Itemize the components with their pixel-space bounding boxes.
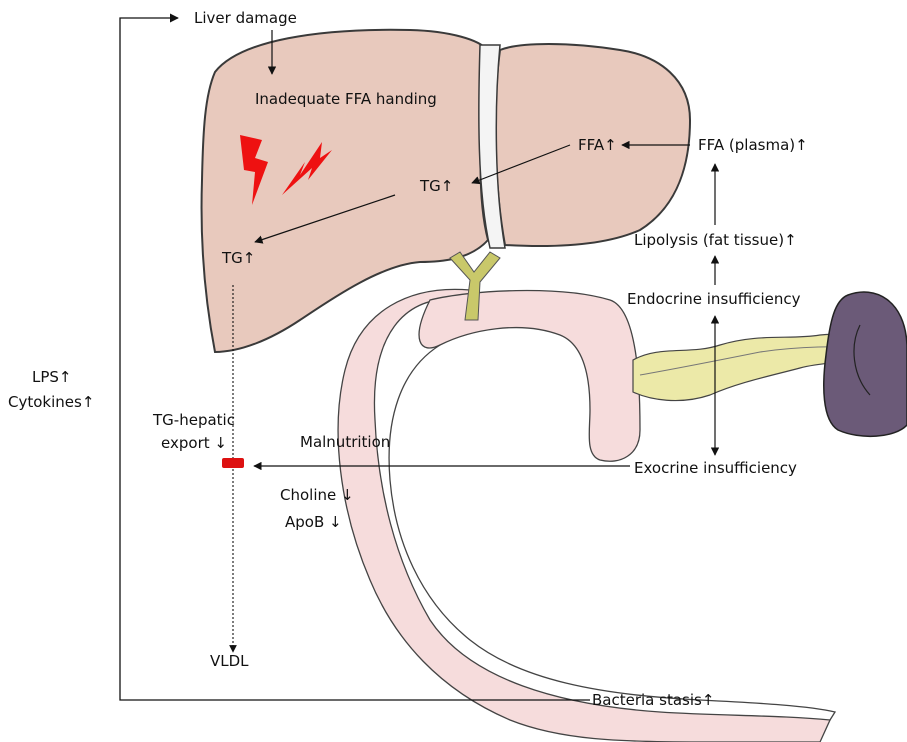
tg-export-label-line1: TG-hepatic [132, 410, 256, 430]
ffa-liver-label: FFA↑ [578, 135, 617, 155]
apob-label: ApoB ↓ [285, 512, 342, 532]
ffa-plasma-label: FFA (plasma)↑ [698, 135, 808, 155]
export-block-marker [222, 458, 244, 468]
lipolysis-label: Lipolysis (fat tissue)↑ [634, 230, 797, 250]
malnutrition-label: Malnutrition [300, 432, 390, 452]
spleen [824, 292, 907, 436]
choline-label: Choline ↓ [280, 485, 354, 505]
inadequate-ffa-label: Inadequate FFA handing [255, 89, 437, 109]
lps-label: LPS↑ [32, 367, 72, 387]
vldl-label: VLDL [210, 651, 249, 671]
exocrine-label: Exocrine insufficiency [634, 458, 797, 478]
liver-damage-label: Liver damage [194, 8, 297, 28]
tg-export-label-line2: export ↓ [132, 433, 256, 453]
cytokines-label: Cytokines↑ [8, 392, 94, 412]
endocrine-label: Endocrine insufficiency [627, 289, 801, 309]
tg-center-label: TG↑ [420, 176, 453, 196]
intestine-upper-arm [419, 291, 640, 462]
tg-left-label: TG↑ [222, 248, 255, 268]
bacteria-stasis-label: Bacteria stasis↑ [592, 690, 714, 710]
